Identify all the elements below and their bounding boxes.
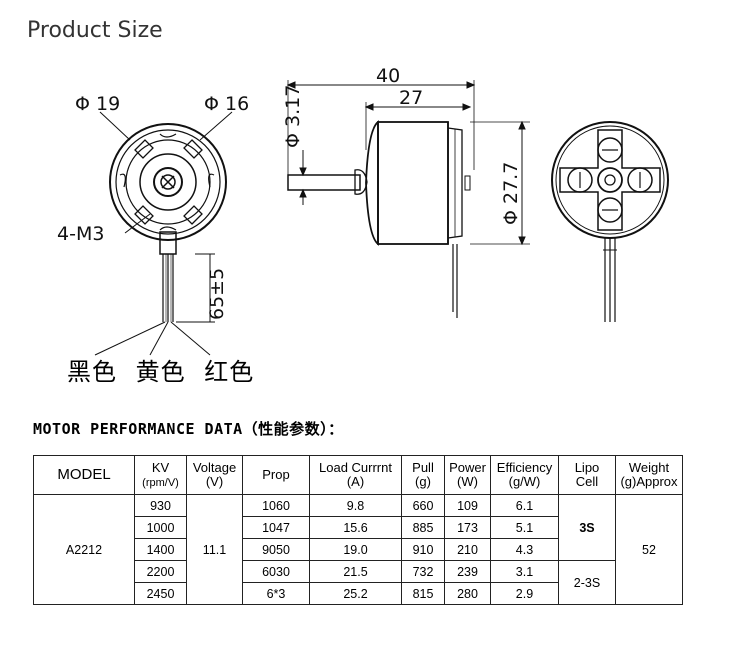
cell-prop: 9050	[242, 538, 310, 561]
cell-power: 210	[444, 538, 491, 561]
wire-color-labels: 黑色 黄色 红色	[67, 352, 264, 387]
cell-lipo-2-3s: 2-3S	[558, 560, 616, 605]
cell-kv: 2450	[134, 582, 187, 605]
cell-load: 19.0	[309, 538, 402, 561]
cell-efficiency: 2.9	[490, 582, 559, 605]
front-view	[94, 111, 233, 356]
cell-voltage: 11.1	[186, 494, 243, 605]
header-efficiency: Efficiency(g/W)	[490, 455, 559, 495]
cell-weight: 52	[615, 494, 683, 605]
cell-lipo-3s: 3S	[558, 494, 616, 561]
dim-length-27: 27	[399, 87, 423, 109]
cell-efficiency: 3.1	[490, 560, 559, 583]
cell-load: 21.5	[309, 560, 402, 583]
cell-kv: 1400	[134, 538, 187, 561]
dim-lead-length: 65±5	[206, 268, 228, 320]
wire-color-black: 黑色	[67, 358, 117, 386]
wire-color-yellow: 黄色	[135, 358, 186, 386]
header-voltage: Voltage(V)	[186, 455, 243, 495]
dim-phi19: Φ 19	[75, 93, 120, 115]
cell-load: 15.6	[309, 516, 402, 539]
cell-prop: 6030	[242, 560, 310, 583]
table-row: A2212 930 11.1 1060 9.8 660 109 6.1 3S 5…	[33, 494, 683, 605]
cell-load: 25.2	[309, 582, 402, 605]
cell-efficiency: 4.3	[490, 538, 559, 561]
cell-power: 173	[444, 516, 491, 539]
header-model: MODEL	[33, 455, 135, 495]
table-row: 1400 9050 19.0 910 210 4.3	[34, 538, 683, 561]
header-prop: Prop	[242, 455, 310, 495]
table-row: 1000 1047 15.6 885 173 5.1	[34, 516, 683, 539]
cell-prop: 1060	[242, 494, 310, 517]
header-pull: Pull(g)	[401, 455, 445, 495]
table-header-row: MODEL KV(rpm/V) Voltage(V) Prop Load Cur…	[33, 455, 683, 495]
performance-table: MODEL KV(rpm/V) Voltage(V) Prop Load Cur…	[33, 455, 683, 605]
dim-4-m3: 4-M3	[57, 223, 104, 245]
cell-power: 239	[444, 560, 491, 583]
cell-efficiency: 6.1	[490, 494, 559, 517]
cell-pull: 910	[401, 538, 445, 561]
cell-prop: 1047	[242, 516, 310, 539]
cell-kv: 1000	[134, 516, 187, 539]
cell-pull: 732	[401, 560, 445, 583]
table-row: 2450 6*3 25.2 815 280 2.9	[34, 582, 683, 605]
cell-pull: 660	[401, 494, 445, 517]
header-kv: KV(rpm/V)	[134, 455, 187, 495]
cell-prop: 6*3	[242, 582, 310, 605]
cell-model: A2212	[33, 494, 135, 605]
cell-power: 280	[444, 582, 491, 605]
header-weight: Weight(g)Approx	[615, 455, 683, 495]
cell-power: 109	[444, 494, 491, 517]
cell-load: 9.8	[309, 494, 402, 517]
dim-shaft-diameter: Φ 3.17	[282, 85, 304, 148]
header-power: Power(W)	[444, 455, 491, 495]
performance-title: MOTOR PERFORMANCE DATA（性能参数）：	[33, 420, 344, 438]
page-title: Product Size	[27, 18, 163, 43]
motor-dimension-drawing: Φ 19 Φ 16 4-M3 65±5 40	[57, 65, 669, 356]
dim-body-diameter: Φ 27.7	[500, 162, 522, 225]
dim-length-40: 40	[376, 65, 400, 87]
cell-kv: 930	[134, 494, 187, 517]
cell-pull: 815	[401, 582, 445, 605]
wire-color-red: 红色	[204, 358, 255, 386]
cell-kv: 2200	[134, 560, 187, 583]
cell-efficiency: 5.1	[490, 516, 559, 539]
rear-view	[551, 121, 669, 322]
dim-phi16: Φ 16	[204, 93, 249, 115]
header-load-current: Load Currrnt(A)	[309, 455, 402, 495]
side-view	[286, 80, 530, 318]
cell-pull: 885	[401, 516, 445, 539]
